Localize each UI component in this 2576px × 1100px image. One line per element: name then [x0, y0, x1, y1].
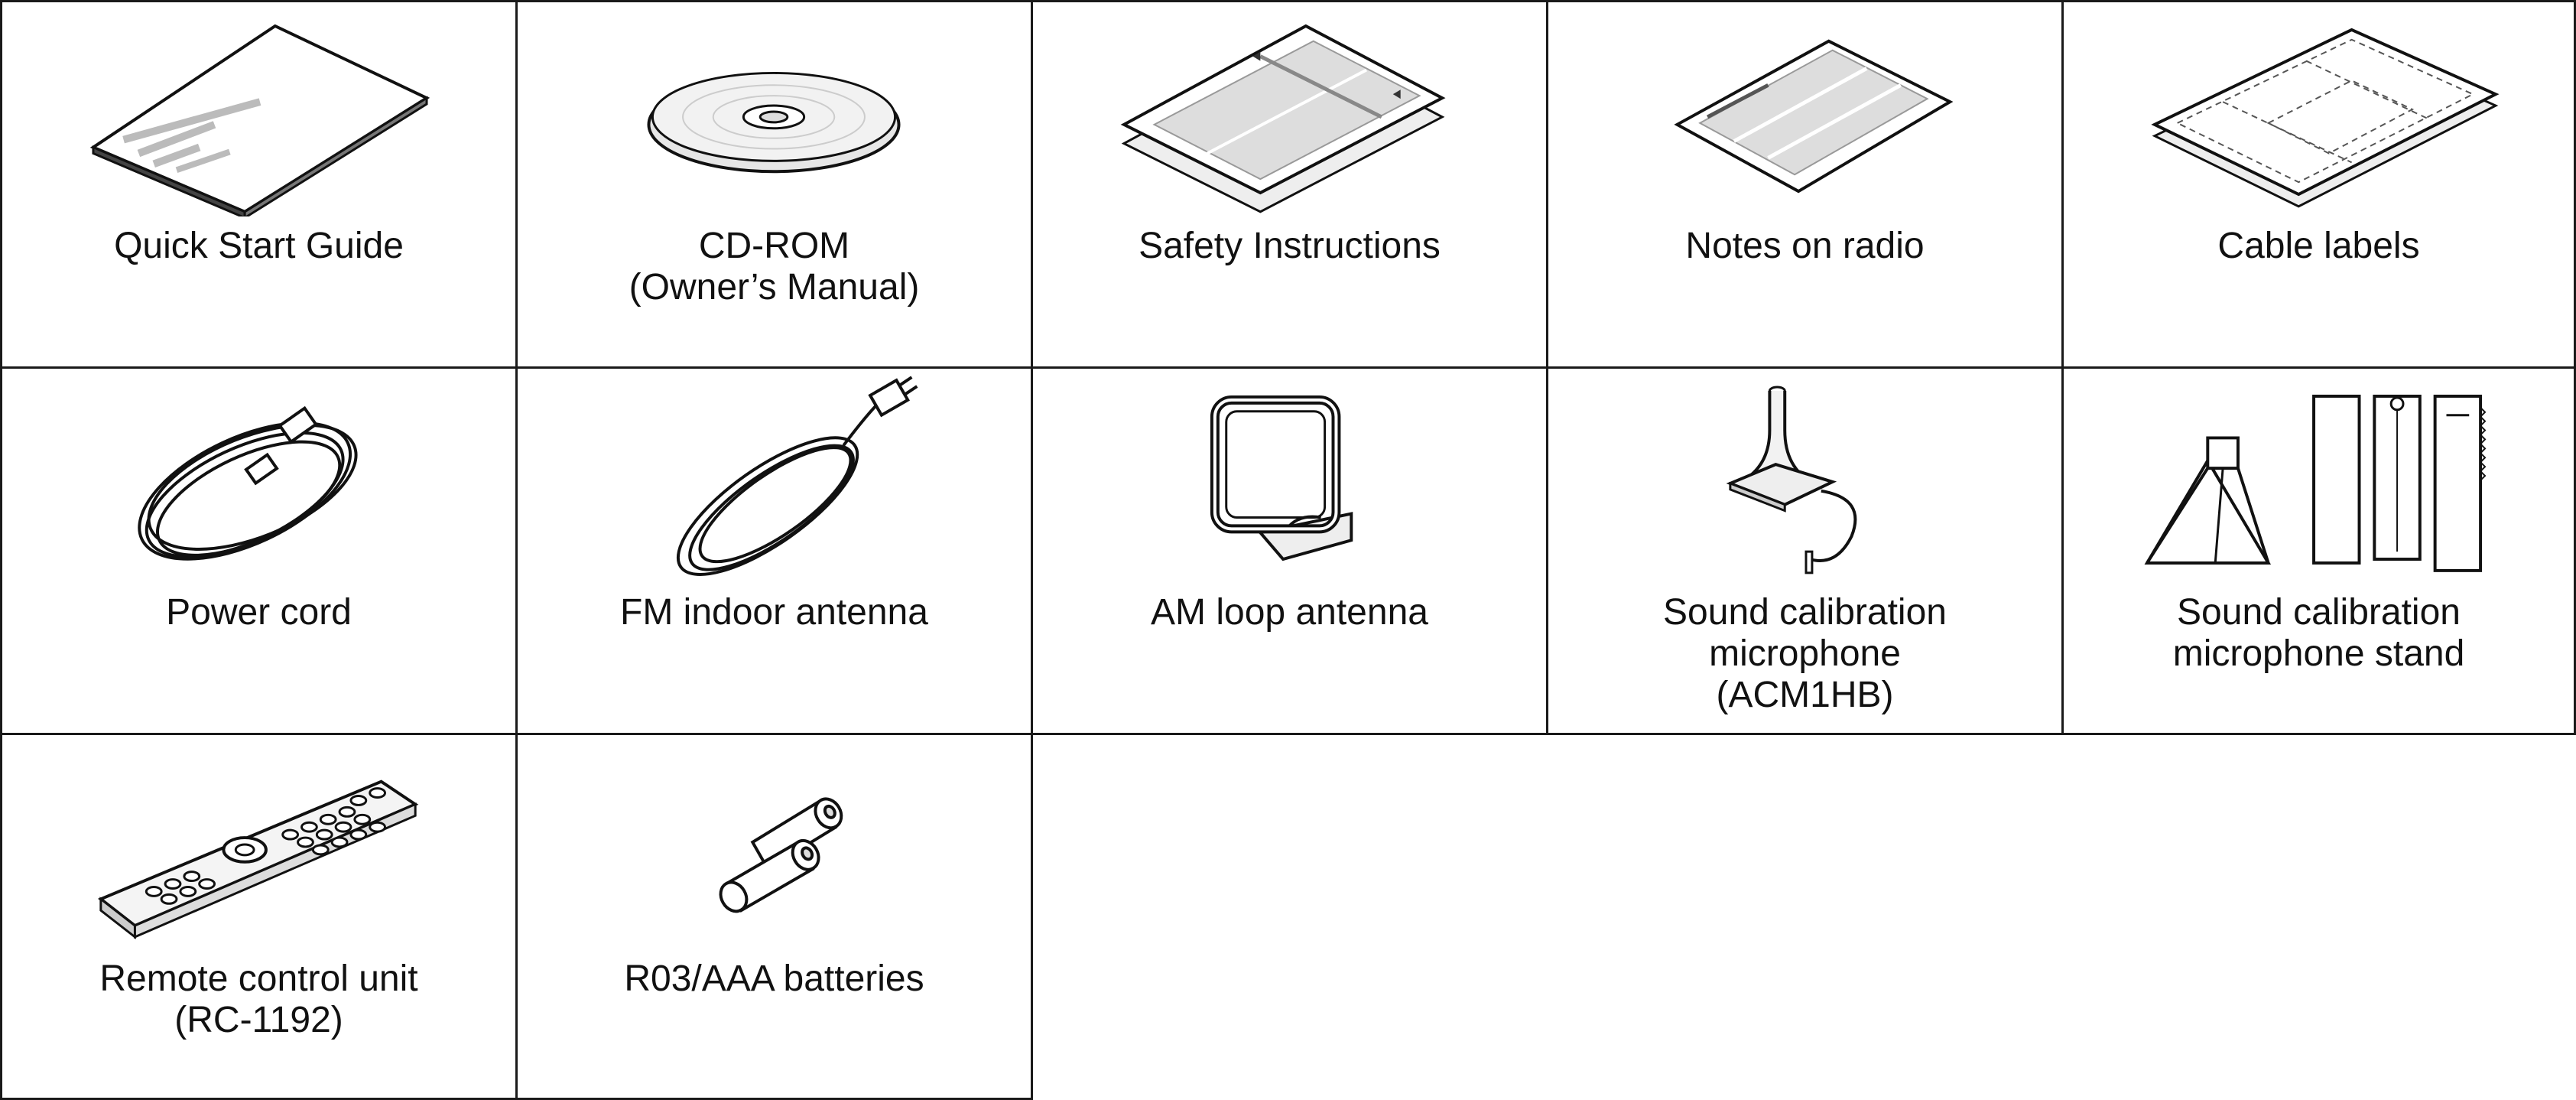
- item-safety-instructions: Safety Instructions: [1031, 0, 1548, 369]
- item-label: Power cord: [166, 592, 352, 633]
- remote-control-icon: [2, 735, 515, 949]
- battery-icon: [518, 735, 1031, 949]
- item-label: R03/AAA batteries: [624, 958, 924, 999]
- item-label: Sound calibration microphone stand: [2172, 592, 2465, 674]
- item-batteries: R03/AAA batteries: [515, 733, 1033, 1100]
- item-cd-rom: CD-ROM (Owner’s Manual): [515, 0, 1033, 369]
- item-notes-on-radio: Notes on radio: [1546, 0, 2064, 369]
- leaflet-icon: [1033, 2, 1546, 216]
- microphone-icon: [1548, 369, 2061, 583]
- item-sound-calibration-microphone: Sound calibration microphone (ACM1HB): [1546, 366, 2064, 735]
- item-cable-labels: Cable labels: [2061, 0, 2576, 369]
- disc-icon: [518, 2, 1031, 216]
- am-loop-antenna-icon: [1033, 369, 1546, 583]
- item-sound-calibration-microphone-stand: Sound calibration microphone stand: [2061, 366, 2576, 735]
- item-label: Remote control unit (RC-1192): [99, 958, 418, 1040]
- item-fm-indoor-antenna: FM indoor antenna: [515, 366, 1033, 735]
- label-sheet-icon: [2064, 2, 2574, 216]
- item-am-loop-antenna: AM loop antenna: [1031, 366, 1548, 735]
- microphone-stand-icon: [2064, 369, 2574, 583]
- item-label: FM indoor antenna: [620, 592, 928, 633]
- sheet-icon: [1548, 2, 2061, 216]
- booklet-icon: [2, 2, 515, 216]
- item-label: CD-ROM (Owner’s Manual): [629, 226, 920, 308]
- item-label: Sound calibration microphone (ACM1HB): [1663, 592, 1947, 715]
- fm-antenna-icon: [518, 369, 1031, 583]
- item-label: Cable labels: [2217, 226, 2420, 266]
- item-label: AM loop antenna: [1151, 592, 1428, 633]
- item-label: Notes on radio: [1685, 226, 1925, 266]
- item-power-cord: Power cord: [0, 366, 518, 735]
- item-label: Safety Instructions: [1139, 226, 1441, 266]
- item-remote-control-unit: Remote control unit (RC-1192): [0, 733, 518, 1100]
- power-cord-icon: [2, 369, 515, 583]
- item-label: Quick Start Guide: [114, 226, 404, 266]
- item-quick-start-guide: Quick Start Guide: [0, 0, 518, 369]
